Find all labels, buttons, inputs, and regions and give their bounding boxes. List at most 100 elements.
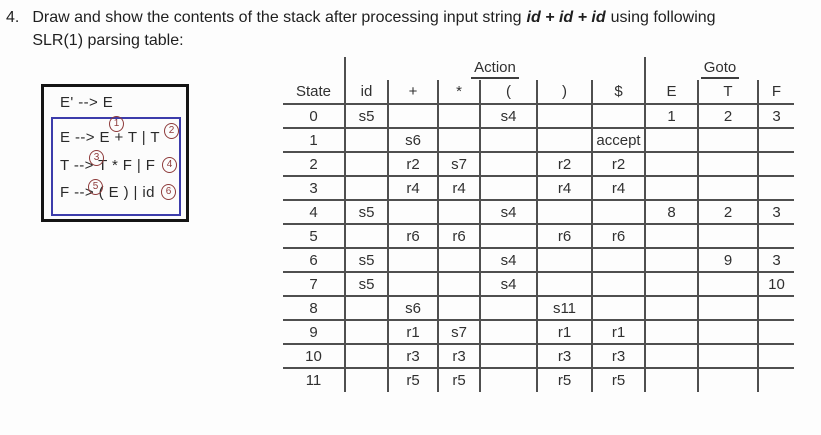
table-cell	[344, 176, 388, 201]
table-cell	[644, 176, 698, 201]
state-cell: 8	[283, 296, 345, 321]
table-cell: 9	[697, 248, 758, 273]
state-cell: 11	[305, 372, 322, 389]
table-cell	[437, 248, 480, 273]
table-cell	[437, 128, 480, 153]
table-cell: r6	[591, 224, 645, 249]
table-cell	[697, 368, 758, 392]
table-cell: s5	[344, 104, 388, 129]
table-cell	[757, 344, 794, 369]
table-cell: r5	[536, 368, 592, 392]
table-cell: r1	[387, 320, 438, 345]
table-cell	[536, 248, 592, 273]
column-header-lparen: (	[479, 80, 537, 105]
table-cell: r6	[387, 224, 438, 249]
table-column-header-row: State id + * ( ) $ E T F	[283, 80, 794, 105]
production-number-badge-4: 4	[162, 157, 177, 173]
state-cell: 6	[283, 248, 345, 273]
column-header-goto-t: T	[697, 80, 758, 105]
state-cell: 4	[283, 200, 345, 225]
production-number-badge-3: 3	[89, 150, 104, 166]
table-cell: r4	[387, 176, 438, 201]
table-cell: s4	[479, 248, 537, 273]
table-cell: s5	[344, 272, 388, 297]
state-cell: 9	[283, 320, 345, 345]
action-group-label: Action	[471, 59, 519, 79]
question-number: 4.	[6, 9, 20, 26]
table-cell: s7	[437, 320, 480, 345]
table-cell	[387, 272, 438, 297]
table-cell: s5	[344, 248, 388, 273]
column-header-dollar: $	[591, 80, 645, 105]
table-cell: 10	[757, 272, 794, 297]
table-cell	[437, 296, 480, 321]
augmented-production: E' --> E	[60, 94, 114, 111]
column-header-plus: +	[387, 80, 438, 105]
question-text: Draw and show the contents of the stack …	[32, 6, 715, 52]
table-cell: r5	[591, 368, 645, 392]
question-block: 4. Draw and show the contents of the sta…	[6, 6, 818, 52]
table-cell: r4	[591, 176, 645, 201]
table-cell: r1	[591, 320, 645, 345]
column-header-goto-e: E	[644, 80, 698, 105]
state-cell: 3	[283, 176, 345, 201]
table-cell	[479, 368, 537, 392]
table-cell	[479, 128, 537, 153]
table-cell	[344, 128, 388, 153]
table-cell	[644, 296, 698, 321]
table-cell	[644, 320, 698, 345]
table-cell: r4	[437, 176, 480, 201]
question-line-2: SLR(1) parsing table:	[32, 32, 184, 49]
table-cell: 3	[757, 248, 794, 273]
table-cell	[757, 128, 794, 153]
table-cell: 2	[697, 104, 758, 129]
table-cell	[644, 224, 698, 249]
table-cell	[697, 152, 758, 177]
table-cell	[644, 128, 698, 153]
table-cell	[479, 344, 537, 369]
production-number-badge-6: 6	[161, 184, 176, 200]
table-cell: s5	[344, 200, 388, 225]
table-cell: 1	[644, 104, 698, 129]
table-cell	[387, 200, 438, 225]
table-cell: r3	[387, 344, 438, 369]
table-cell: 3	[757, 200, 794, 225]
state-cell: 10	[283, 344, 345, 369]
production-number-badge-5: 5	[88, 179, 103, 195]
table-cell	[697, 344, 758, 369]
table-cell	[479, 152, 537, 177]
action-group-header: Action	[344, 57, 646, 80]
table-group-header-row: Action Goto	[283, 57, 794, 80]
question-text-after: using following	[610, 9, 716, 26]
production-e: E --> E + T | T	[60, 129, 160, 146]
question-text-before: Draw and show the contents of the stack …	[32, 9, 522, 26]
production-f: F --> ( E ) | id	[60, 184, 155, 201]
table-cell	[697, 272, 758, 297]
state-cell: 5	[283, 224, 345, 249]
state-cell: 7	[283, 272, 345, 297]
table-cell	[536, 200, 592, 225]
production-t: T --> T * F | F	[60, 157, 156, 174]
state-cell: 0	[283, 104, 345, 129]
table-cell: r3	[591, 344, 645, 369]
table-cell	[644, 272, 698, 297]
state-cell: 2	[283, 152, 345, 177]
table-cell: s6	[387, 128, 438, 153]
table-cell	[697, 224, 758, 249]
column-header-rparen: )	[536, 80, 592, 105]
group-header-spacer	[283, 57, 345, 80]
table-cell	[387, 248, 438, 273]
table-cell	[644, 248, 698, 273]
table-cell: r5	[437, 368, 480, 392]
table-cell	[479, 296, 537, 321]
table-cell	[697, 176, 758, 201]
production-number-badge-1: 1	[109, 116, 124, 132]
